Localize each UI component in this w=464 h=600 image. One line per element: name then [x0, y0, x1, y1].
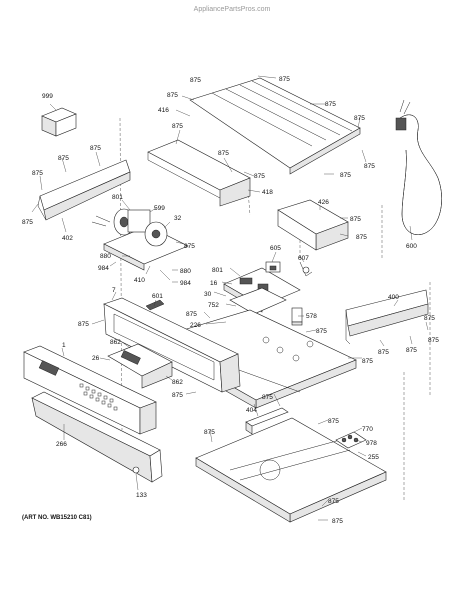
callout-16: 16 — [210, 280, 218, 287]
fan-assembly — [91, 208, 189, 281]
callout-600: 600 — [406, 243, 417, 250]
callout-1: 1 — [62, 342, 66, 349]
callout-875: 875 — [362, 358, 373, 365]
front-control-panel — [23, 345, 157, 435]
callout-752: 752 — [208, 302, 219, 309]
callout-875: 875 — [340, 172, 351, 179]
callout-607: 607 — [298, 255, 309, 262]
callout-404: 404 — [246, 407, 257, 414]
terminal-block — [335, 431, 367, 449]
callout-984: 984 — [180, 280, 191, 287]
part-404-bracket — [245, 407, 289, 435]
callout-875: 875 — [90, 145, 101, 152]
leader-lines — [31, 75, 429, 521]
part-578-component — [291, 307, 303, 326]
callout-7: 7 — [112, 287, 116, 294]
part-999-box — [41, 103, 77, 137]
callout-875: 875 — [32, 170, 43, 177]
callout-862: 862 — [172, 379, 183, 386]
callout-875: 875 — [364, 163, 375, 170]
control-board-assembly — [223, 261, 301, 315]
callout-875: 875 — [22, 219, 33, 226]
callout-133: 133 — [136, 492, 147, 499]
callout-226: 226 — [190, 322, 201, 329]
callout-875: 875 — [262, 394, 273, 401]
callout-875: 875 — [332, 518, 343, 525]
callout-875: 875 — [406, 347, 417, 354]
callout-labels: 875 875 875 875 416 875 875 875 875 875 … — [22, 76, 439, 525]
callout-875: 875 — [190, 77, 201, 84]
callout-984: 984 — [98, 265, 109, 272]
callout-801: 801 — [212, 267, 223, 274]
callout-880: 880 — [180, 268, 191, 275]
callout-599: 599 — [154, 205, 165, 212]
part-607-sensor — [299, 261, 313, 277]
callout-875: 875 — [218, 150, 229, 157]
bottom-plate — [195, 417, 387, 523]
part-426-bracket — [277, 199, 349, 251]
part-402-side-panel — [37, 159, 131, 221]
watermark-text: AppliancePartsPros.com — [194, 6, 271, 13]
control-panel-frame — [103, 297, 241, 393]
callout-770: 770 — [362, 426, 373, 433]
part-400-side-panel — [345, 289, 429, 345]
callout-875: 875 — [328, 418, 339, 425]
callout-875: 875 — [279, 76, 290, 83]
part-266-trim — [31, 391, 163, 483]
callout-416: 416 — [158, 107, 169, 114]
callout-999: 999 — [42, 93, 53, 100]
part-416-bracket — [147, 139, 251, 207]
callout-875: 875 — [58, 155, 69, 162]
callout-255: 255 — [368, 454, 379, 461]
callout-26: 26 — [92, 355, 100, 362]
callout-875: 875 — [428, 337, 439, 344]
callout-875: 875 — [204, 429, 215, 436]
callout-875: 875 — [184, 243, 195, 250]
callout-875: 875 — [328, 498, 339, 505]
callout-32: 32 — [174, 215, 182, 222]
callout-400: 400 — [388, 294, 399, 301]
callout-875: 875 — [378, 349, 389, 356]
callout-862: 862 — [110, 339, 121, 346]
callout-875: 875 — [167, 92, 178, 99]
callout-402: 402 — [62, 235, 73, 242]
callout-578: 578 — [306, 313, 317, 320]
callout-875: 875 — [424, 315, 435, 322]
callout-875: 875 — [78, 321, 89, 328]
callout-875: 875 — [186, 311, 197, 318]
part-133-screw — [132, 466, 140, 491]
power-cord-600 — [395, 99, 442, 235]
callout-30: 30 — [204, 291, 212, 298]
callout-875: 875 — [172, 392, 183, 399]
callout-875: 875 — [350, 216, 361, 223]
callout-875: 875 — [354, 115, 365, 122]
callout-978: 978 — [366, 440, 377, 447]
callout-875: 875 — [254, 173, 265, 180]
callout-426: 426 — [318, 199, 329, 206]
callout-801: 801 — [112, 194, 123, 201]
callout-875: 875 — [316, 328, 327, 335]
callout-880: 880 — [100, 253, 111, 260]
art-number: (ART NO. WB15210 C81) — [22, 515, 92, 521]
callout-266: 266 — [56, 441, 67, 448]
callout-601: 601 — [152, 293, 163, 300]
callout-605: 605 — [270, 245, 281, 252]
callout-418: 418 — [262, 189, 273, 196]
part-601-clip — [145, 299, 165, 311]
callout-875: 875 — [325, 101, 336, 108]
callout-875: 875 — [172, 123, 183, 130]
callout-410: 410 — [134, 277, 145, 284]
display-board — [107, 343, 173, 389]
top-cover-panel — [189, 77, 361, 175]
callout-875: 875 — [356, 234, 367, 241]
